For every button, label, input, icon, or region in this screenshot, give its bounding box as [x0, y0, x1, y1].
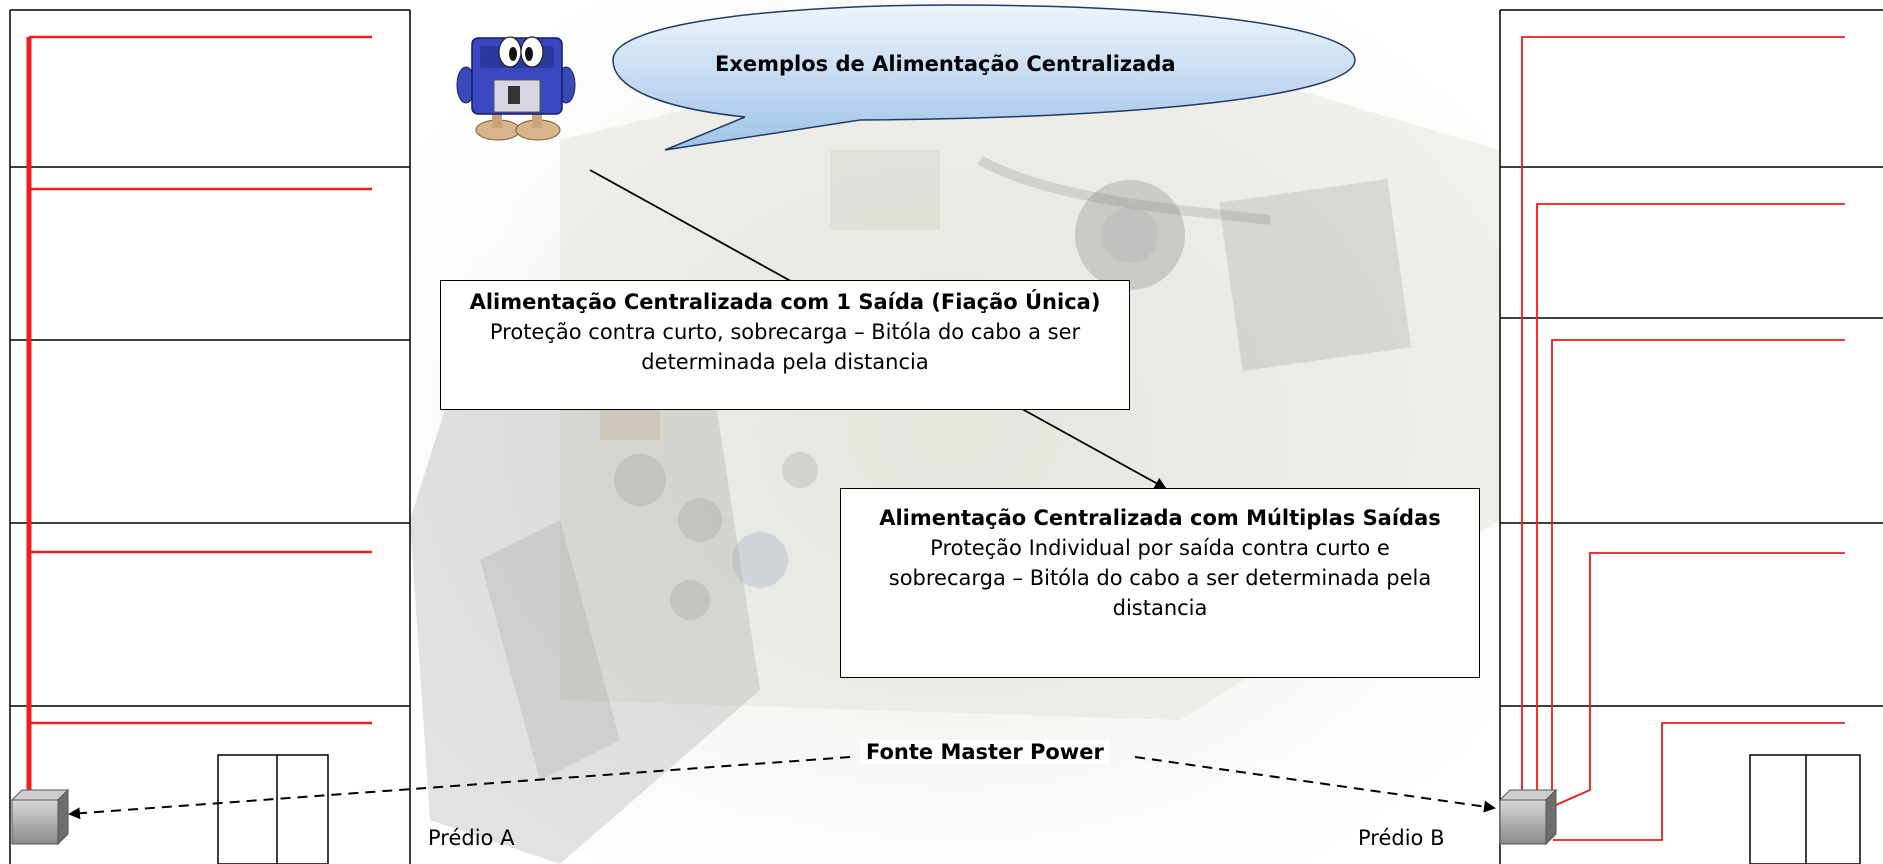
banner-title: Exemplos de Alimentação Centralizada [715, 52, 1176, 76]
building-b-label: Prédio B [1358, 826, 1445, 850]
speech-bubble [612, 4, 1356, 151]
building-b [1499, 9, 1883, 864]
callout-multiple-outputs: Alimentação Centralizada com Múltiplas S… [840, 488, 1480, 678]
building-a [9, 9, 411, 864]
dashed-arrow-to-building-a [68, 756, 851, 820]
floppy-disk-mascot-icon [456, 36, 576, 141]
power-source-label: Fonte Master Power [860, 740, 1110, 764]
building-a-label: Prédio A [428, 826, 515, 850]
building-a-power-supply-box [10, 788, 70, 846]
callout-single-output: Alimentação Centralizada com 1 Saída (Fi… [440, 280, 1130, 410]
dashed-arrow-to-building-b [1134, 756, 1496, 813]
callout-single-output-title: Alimentação Centralizada com 1 Saída (Fi… [469, 290, 1101, 314]
background-power-supply-photo [410, 0, 1500, 864]
callout-multiple-outputs-body: Proteção Individual por saída contra cur… [888, 536, 1432, 620]
callout-multiple-outputs-title: Alimentação Centralizada com Múltiplas S… [879, 506, 1441, 530]
building-a-wiring [26, 35, 372, 808]
callout-single-output-body: Proteção contra curto, sobrecarga – Bitó… [489, 320, 1081, 374]
building-b-wiring [1521, 36, 1845, 841]
building-b-power-supply-box [1498, 788, 1558, 846]
